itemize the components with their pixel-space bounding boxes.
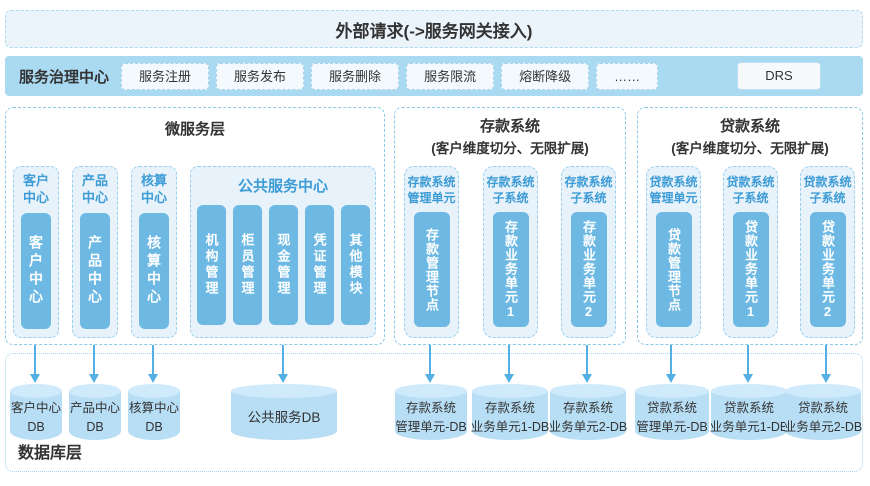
module-other: 其他模块: [340, 205, 370, 325]
down-arrow-icon: [425, 345, 435, 383]
chip-circuit-break: 熔断降级: [501, 62, 590, 90]
customer-center-header: 客户中心: [22, 173, 49, 205]
deposit-mgmt-unit: 存款系统 管理单元 存款管理节点: [404, 166, 459, 338]
accounting-center-column: 核算中心 核算中心: [131, 166, 177, 338]
module-voucher-mgmt: 凭证管理: [304, 205, 334, 325]
database-layer-label: 数据库层: [18, 445, 83, 462]
deposit-subsystem-2-header: 存款系统: [564, 175, 613, 189]
db-cylinder-deposit-mgmt: 存款系统管理单元-DB: [395, 384, 467, 440]
cylinder-icon: [10, 384, 62, 398]
governance-label: 服务治理中心: [19, 68, 110, 86]
loan-biz-unit-2: 贷款业务单元2: [809, 212, 846, 327]
loan-mgmt-node: 贷款管理节点: [655, 212, 692, 327]
public-service-center: 公共服务中心 机构管理 柜员管理 现金管理 凭证管理 其他模块: [190, 166, 376, 338]
microservice-layer-panel: 微服务层 客户中心 客户中心 产品中心 产品中心 核算中心 核算中心 公共服务中…: [5, 107, 385, 345]
deposit-biz-unit-1: 存款业务单元1: [492, 212, 529, 327]
down-arrow-icon: [743, 345, 753, 383]
deposit-subsystem-2: 存款系统 子系统 存款业务单元2: [561, 166, 616, 338]
cylinder-icon: [395, 384, 467, 398]
chip-service-throttle: 服务限流: [406, 62, 495, 90]
loan-subsystem-1-header2: 子系统: [732, 191, 769, 206]
cylinder-icon: [231, 384, 337, 398]
db-cylinder-deposit-unit1: 存款系统业务单元1-DB: [471, 384, 549, 440]
deposit-mgmt-unit-header: 存款系统: [407, 175, 456, 189]
deposit-mgmt-node: 存款管理节点: [413, 212, 450, 327]
loan-subsystem-2: 贷款系统 子系统 贷款业务单元2: [800, 166, 855, 338]
db-cylinder-loan-unit2: 贷款系统业务单元2-DB: [784, 384, 862, 440]
customer-center-column: 客户中心 客户中心: [13, 166, 59, 338]
deposit-subsystem-1-header2: 子系统: [492, 191, 529, 206]
cylinder-icon: [635, 384, 709, 398]
cylinder-icon: [711, 384, 787, 398]
chip-drs: DRS: [737, 62, 821, 90]
public-service-center-header: 公共服务中心: [237, 178, 328, 195]
cylinder-icon: [550, 384, 626, 398]
loan-subsystem-1: 贷款系统 子系统 贷款业务单元1: [723, 166, 778, 338]
chip-service-register: 服务注册: [121, 62, 210, 90]
external-request-title: 外部请求(->服务网关接入): [335, 21, 533, 41]
service-governance-bar: 服务治理中心 服务注册 服务发布 服务删除 服务限流 熔断降级 …… DRS: [5, 56, 863, 96]
loan-system-title: 贷款系统: [719, 118, 780, 135]
deposit-system-subtitle: (客户维度切分、无限扩展): [431, 141, 589, 156]
loan-mgmt-unit-header2: 管理单元: [649, 191, 698, 206]
down-arrow-icon: [278, 345, 288, 383]
deposit-system-title: 存款系统: [479, 118, 540, 135]
deposit-biz-unit-2: 存款业务单元2: [570, 212, 607, 327]
microservice-layer-title: 微服务层: [164, 121, 225, 138]
chip-service-delete: 服务删除: [311, 62, 400, 90]
down-arrow-icon: [666, 345, 676, 383]
db-cylinder-loan-unit1: 贷款系统业务单元1-DB: [710, 384, 788, 440]
loan-system-panel: 贷款系统 (客户维度切分、无限扩展) 贷款系统 管理单元 贷款管理节点 贷款系统…: [637, 107, 863, 345]
chip-ellipsis: ……: [596, 62, 659, 90]
down-arrow-icon: [821, 345, 831, 383]
module-teller-mgmt: 柜员管理: [232, 205, 262, 325]
public-service-modules: 机构管理 柜员管理 现金管理 凭证管理 其他模块: [196, 205, 370, 325]
down-arrow-icon: [582, 345, 592, 383]
deposit-system-panel: 存款系统 (客户维度切分、无限扩展) 存款系统 管理单元 存款管理节点 存款系统…: [394, 107, 626, 345]
down-arrow-icon: [89, 345, 99, 383]
db-cylinder-public-service: 公共服务DB: [231, 384, 337, 440]
cylinder-icon: [69, 384, 121, 398]
deposit-subsystem-1-header: 存款系统: [486, 175, 535, 189]
loan-subsystem-1-header: 贷款系统: [726, 175, 775, 189]
chip-service-publish: 服务发布: [216, 62, 305, 90]
loan-mgmt-unit: 贷款系统 管理单元 贷款管理节点: [646, 166, 701, 338]
loan-mgmt-unit-header: 贷款系统: [649, 175, 698, 189]
cylinder-icon: [472, 384, 548, 398]
product-center-column: 产品中心 产品中心: [72, 166, 118, 338]
down-arrow-icon: [504, 345, 514, 383]
customer-center-node: 客户中心: [21, 212, 51, 329]
db-cylinder-loan-mgmt: 贷款系统管理单元-DB: [635, 384, 709, 440]
deposit-subsystem-1: 存款系统 子系统 存款业务单元1: [483, 166, 538, 338]
cylinder-icon: [785, 384, 861, 398]
accounting-center-node: 核算中心: [139, 212, 169, 329]
loan-system-subtitle: (客户维度切分、无限扩展): [671, 141, 829, 156]
loan-subsystem-2-header: 贷款系统: [803, 175, 852, 189]
loan-subsystem-2-header2: 子系统: [809, 191, 846, 206]
loan-biz-unit-1: 贷款业务单元1: [732, 212, 769, 327]
down-arrow-icon: [148, 345, 158, 383]
deposit-subsystem-2-header2: 子系统: [570, 191, 607, 206]
accounting-center-header: 核算中心: [140, 173, 167, 205]
down-arrow-icon: [30, 345, 40, 383]
module-org-mgmt: 机构管理: [196, 205, 226, 325]
deposit-mgmt-unit-header2: 管理单元: [407, 191, 456, 206]
db-cylinder-deposit-unit2: 存款系统业务单元2-DB: [549, 384, 627, 440]
cylinder-icon: [128, 384, 180, 398]
module-cash-mgmt: 现金管理: [268, 205, 298, 325]
product-center-node: 产品中心: [80, 212, 110, 329]
product-center-header: 产品中心: [81, 173, 108, 205]
external-request-bar: 外部请求(->服务网关接入): [5, 10, 863, 48]
